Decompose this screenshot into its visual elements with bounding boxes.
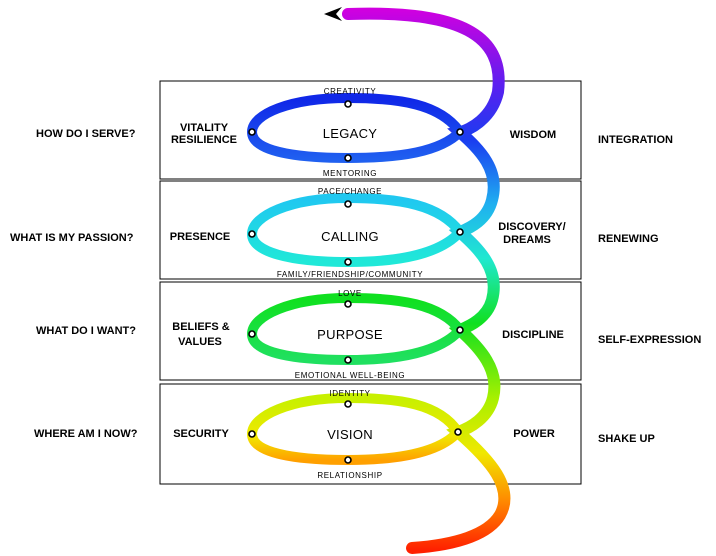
center-label: CALLING	[321, 229, 379, 244]
node-marker	[344, 400, 352, 408]
phase-label: INTEGRATION	[598, 134, 673, 146]
left-label: VITALITY	[180, 122, 229, 134]
top-label: IDENTITY	[329, 389, 370, 398]
node-marker	[248, 430, 256, 438]
level-box-4	[159, 383, 582, 485]
bottom-label: MENTORING	[323, 169, 377, 178]
right-label: DISCIPLINE	[502, 329, 564, 341]
level-4: WHERE AM I NOW? SECURITY VISION IDENTITY…	[34, 389, 655, 480]
arrow-head-icon	[324, 7, 342, 21]
right-label: DREAMS	[503, 234, 551, 246]
node-marker	[344, 356, 352, 364]
level-1: HOW DO I SERVE? VITALITY RESILIENCE LEGA…	[36, 87, 673, 178]
node-marker	[344, 300, 352, 308]
center-label: LEGACY	[323, 126, 378, 141]
left-label: SECURITY	[173, 428, 229, 440]
center-label: PURPOSE	[317, 327, 383, 342]
node-marker	[454, 428, 462, 436]
level-box-1	[159, 80, 582, 180]
level-box-3	[159, 281, 582, 381]
level-3: WHAT DO I WANT? BELIEFS & VALUES PURPOSE…	[36, 289, 701, 380]
node-marker	[344, 258, 352, 266]
top-label: LOVE	[338, 289, 362, 298]
node-marker	[344, 456, 352, 464]
question-label: WHAT DO I WANT?	[36, 325, 136, 337]
phase-label: SELF-EXPRESSION	[598, 334, 701, 346]
question-label: HOW DO I SERVE?	[36, 128, 136, 140]
left-label: RESILIENCE	[171, 134, 237, 146]
question-label: WHERE AM I NOW?	[34, 428, 138, 440]
phase-label: SHAKE UP	[598, 433, 655, 445]
question-label: WHAT IS MY PASSION?	[10, 232, 134, 244]
top-label: CREATIVITY	[324, 87, 377, 96]
level-box-2	[159, 180, 582, 280]
left-label: BELIEFS &	[172, 321, 230, 333]
bottom-label: EMOTIONAL WELL-BEING	[295, 371, 405, 380]
node-marker	[248, 330, 256, 338]
right-label: POWER	[513, 428, 555, 440]
right-label: DISCOVERY/	[498, 221, 565, 233]
bottom-label: RELATIONSHIP	[317, 471, 382, 480]
level-2: WHAT IS MY PASSION? PRESENCE CALLING PAC…	[10, 187, 659, 279]
node-marker	[248, 128, 256, 136]
spiral-connector	[342, 7, 511, 554]
bottom-label: FAMILY/FRIENDSHIP/COMMUNITY	[277, 270, 423, 279]
phase-label: RENEWING	[598, 233, 659, 245]
node-marker	[248, 230, 256, 238]
node-marker	[344, 154, 352, 162]
left-label: PRESENCE	[170, 231, 231, 243]
node-marker	[344, 100, 352, 108]
node-marker	[344, 200, 352, 208]
node-markers	[248, 100, 464, 464]
left-label: VALUES	[178, 336, 222, 348]
top-label: PACE/CHANGE	[318, 187, 382, 196]
right-label: WISDOM	[510, 129, 556, 141]
node-marker	[456, 128, 464, 136]
level-boxes	[159, 80, 582, 485]
center-label: VISION	[327, 427, 373, 442]
node-marker	[456, 228, 464, 236]
node-marker	[456, 326, 464, 334]
